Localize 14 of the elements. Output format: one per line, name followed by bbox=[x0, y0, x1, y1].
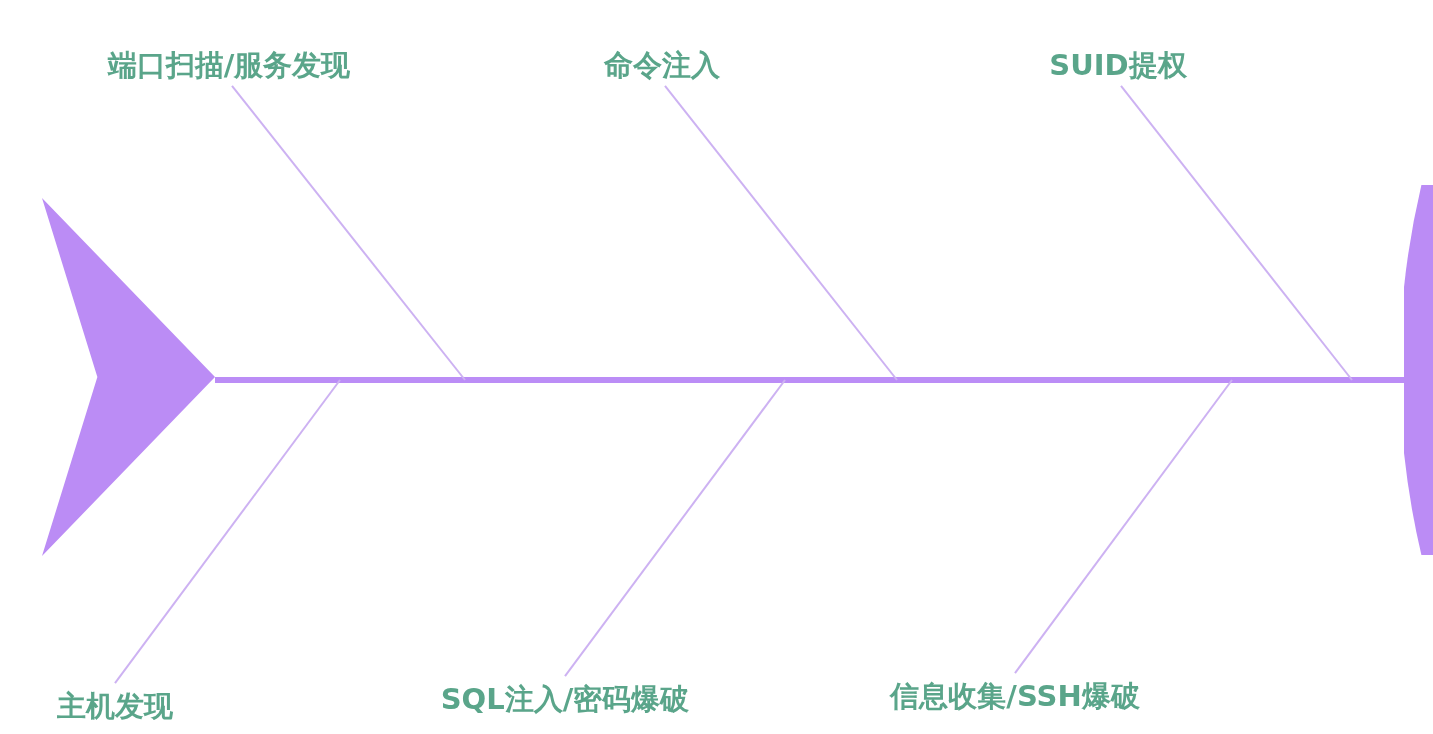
bone-label: 主机发现 bbox=[57, 691, 173, 723]
bone-label: 信息收集/SSH爆破 bbox=[890, 681, 1140, 713]
bone-label: 端口扫描/服务发现 bbox=[107, 50, 351, 82]
bone-label: SUID提权 bbox=[1049, 50, 1187, 82]
bone-label: SQL注入/密码爆破 bbox=[440, 684, 690, 716]
bone-label: 命令注入 bbox=[604, 50, 720, 82]
bone-line bbox=[1120, 84, 1353, 381]
bone-line bbox=[664, 84, 898, 381]
fish-tail bbox=[42, 198, 215, 556]
bone-line bbox=[114, 379, 341, 685]
bone-line bbox=[564, 379, 786, 678]
bone-line bbox=[1014, 379, 1233, 675]
fish-head bbox=[1404, 185, 1433, 555]
bone-line bbox=[231, 84, 466, 381]
